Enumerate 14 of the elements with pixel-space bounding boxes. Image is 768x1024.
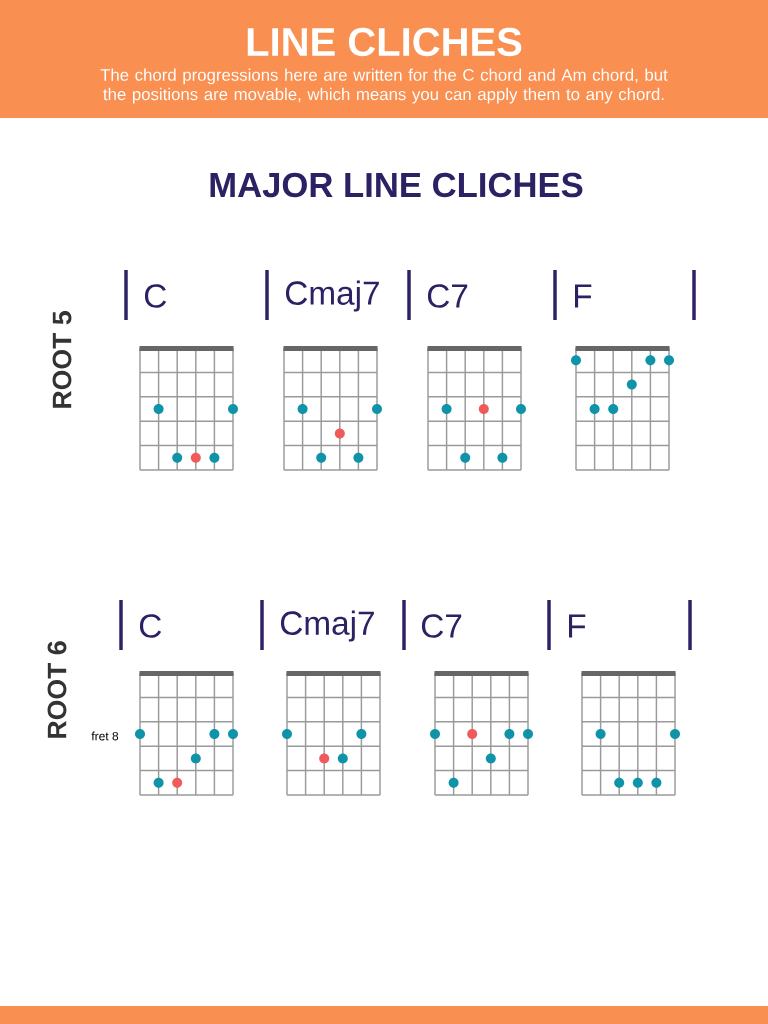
chord-name: Cmaj7 [280, 610, 374, 642]
title: LINE CLICHES [247, 27, 522, 57]
chord-name: C7 [427, 284, 468, 308]
row-label: ROOT 6 [47, 641, 67, 738]
subtitle: The chord progressions here are written for the C chord and Am chord, but the positions are movable, which means you can apply them to any chord. [100, 68, 668, 104]
chord-name: Cmaj7 [285, 280, 379, 312]
chord-name: F [569, 614, 586, 638]
chord-name: F [575, 284, 592, 308]
chord-name: C [139, 614, 162, 638]
row-label: ROOT 5 [52, 311, 72, 408]
chord-name: C7 [421, 614, 462, 638]
chord-name: C [144, 284, 167, 308]
fret-label: fret 8 [91, 731, 119, 741]
section-heading: MAJOR LINE CLICHES [210, 172, 583, 198]
